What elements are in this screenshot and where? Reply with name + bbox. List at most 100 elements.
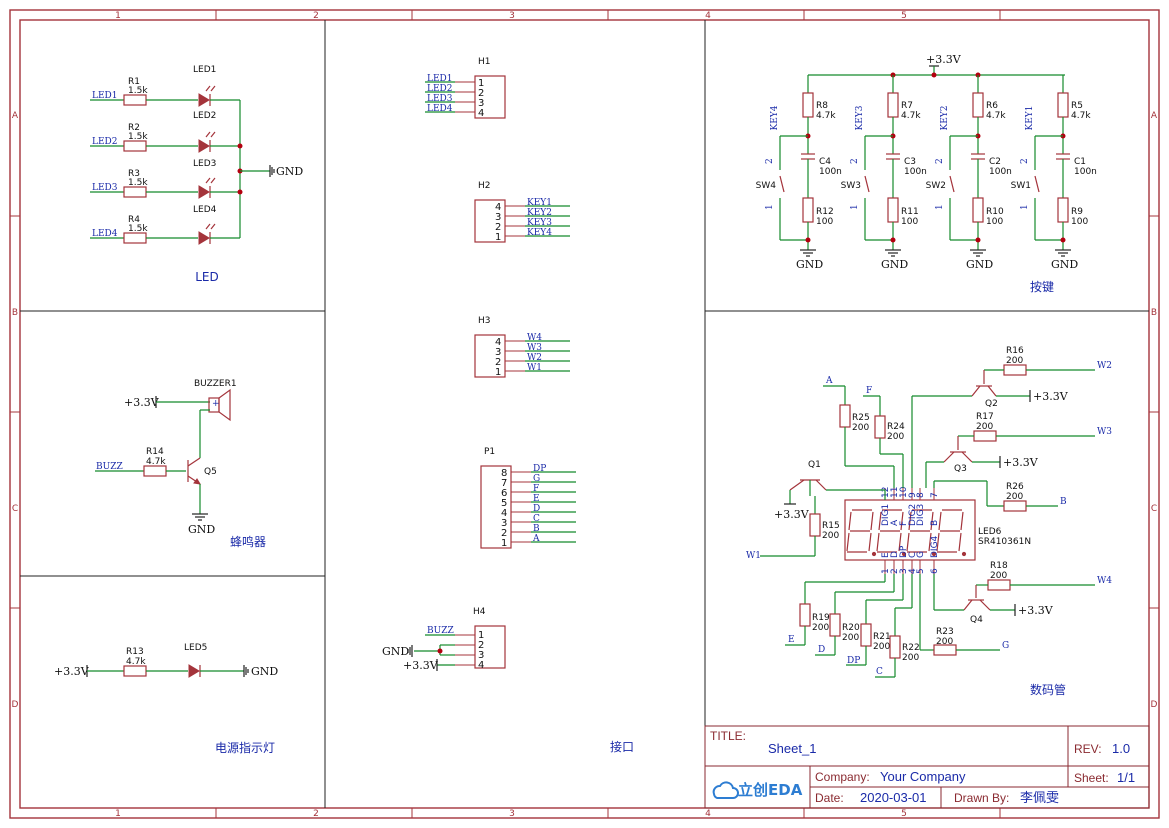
switch-ref: SW1 <box>1011 181 1031 191</box>
led-gnd: GND <box>240 165 303 178</box>
buzzer-plus: + <box>212 399 220 409</box>
key-net-label: KEY2 <box>940 106 950 131</box>
r18-val: 200 <box>990 571 1007 581</box>
key-gnd-label: GND <box>881 258 908 271</box>
r13-ref: R13 <box>126 647 144 657</box>
net-label: W2 <box>527 353 542 363</box>
r24-ref: R24 <box>887 422 905 432</box>
col-label-2: 2 <box>313 11 319 21</box>
display-bottom-pin-number: 6 <box>930 568 940 574</box>
pullup-ref: R6 <box>986 101 998 111</box>
switch-lever <box>864 175 870 193</box>
r23-ref: R23 <box>936 627 954 637</box>
drawn-value: 李佩雯 <box>1020 790 1059 805</box>
r22-val: 200 <box>902 653 919 663</box>
header-h4: H4 1 2 3 4 BUZZ GND +3.3V <box>382 607 506 672</box>
net-label: G <box>533 474 540 484</box>
display-bottom-pin-number: 1 <box>881 568 891 574</box>
net-label: LED1 <box>427 74 453 84</box>
display-bottom-pin-number: 4 <box>908 568 918 574</box>
section-title-led: LED <box>195 270 219 284</box>
net-w3-label: W3 <box>1097 427 1112 437</box>
switch-pin-1: 1 <box>1020 204 1030 210</box>
resistor-value: 1.5k <box>128 86 148 96</box>
row-label-a-right: A <box>1151 111 1158 121</box>
date-value: 2020-03-01 <box>860 790 927 805</box>
led-net-label: LED1 <box>92 91 118 101</box>
h4-vcc-label: +3.3V <box>403 659 439 672</box>
pullup-value: 4.7k <box>901 111 921 121</box>
pullup-ref: R8 <box>816 101 828 111</box>
grid-coordinates: 1 2 3 4 5 1 2 3 4 5 A B C D A B C D <box>12 11 1158 819</box>
section-dividers <box>20 20 1149 808</box>
pin-number: 3 <box>501 518 507 529</box>
r26-ref: R26 <box>1006 482 1024 492</box>
switch-lever <box>949 175 955 193</box>
net-b-label: B <box>1060 497 1067 507</box>
q2-vcc-label: +3.3V <box>1033 390 1069 403</box>
r20-ref: R20 <box>842 623 860 633</box>
net-w2-label: W2 <box>1097 361 1112 371</box>
h1-ref: H1 <box>478 57 491 67</box>
h4-gnd-label: GND <box>382 645 409 658</box>
led-emission-arrows <box>205 131 216 138</box>
pullup-value: 4.7k <box>1071 111 1091 121</box>
net-w4-label: W4 <box>1097 576 1112 586</box>
display-bottom-pin-name: DP <box>899 545 909 558</box>
r14-val: 4.7k <box>146 457 166 467</box>
pulldown-resistor <box>1057 197 1069 223</box>
net-d-label: D <box>818 645 825 655</box>
key-gnd-label: GND <box>796 258 823 271</box>
led-emission-arrows <box>205 177 216 184</box>
led-emission-arrows <box>205 223 216 230</box>
display-top-pin-number: 12 <box>881 487 891 498</box>
display-bottom-pin-name: DIG4 <box>930 535 940 558</box>
net-label: LED3 <box>427 94 453 104</box>
row-label-c-right: C <box>1151 504 1157 514</box>
row-label-a: A <box>12 111 19 121</box>
resistor-value: 1.5k <box>128 132 148 142</box>
section-title-keys: 按键 <box>1030 280 1054 294</box>
h3-body <box>474 334 506 378</box>
display-bottom-pin-number: 2 <box>890 568 900 574</box>
resistor <box>123 232 147 244</box>
net-label: D <box>533 504 540 514</box>
display-top-pin-name: DIG2 <box>908 504 918 526</box>
pin-number: 1 <box>501 538 507 549</box>
led-gnd-label: GND <box>276 165 303 178</box>
key-gnd-label: GND <box>966 258 993 271</box>
pulldown-value: 100 <box>986 217 1003 227</box>
led-ref: LED2 <box>193 111 216 121</box>
pwr-gnd-label: GND <box>251 665 278 678</box>
pulldown-ref: R11 <box>901 207 919 217</box>
display-top-pin-number: 11 <box>890 487 900 498</box>
net-label: KEY3 <box>527 218 552 228</box>
pin-number: 8 <box>501 468 507 479</box>
switch-lever <box>779 175 785 193</box>
logo-text: 立创EDA <box>738 781 803 799</box>
pulldown-ref: R12 <box>816 207 834 217</box>
net-f-label: F <box>866 386 872 396</box>
q3-ref: Q3 <box>954 464 967 474</box>
title-block: TITLE: Sheet_1 REV: 1.0 Company: Your Co… <box>704 725 1150 809</box>
col-label-2-bottom: 2 <box>313 809 319 819</box>
q5-ref: Q5 <box>204 467 217 477</box>
switch-pin-2: 2 <box>935 158 945 164</box>
junction-dot <box>805 237 811 243</box>
led6-ref: LED6 <box>978 527 1002 537</box>
pin-number: 4 <box>501 508 507 519</box>
cap-ref: C4 <box>819 157 831 167</box>
cap-value: 100n <box>819 167 842 177</box>
display-bottom-pin-name: D <box>890 551 900 558</box>
net-c-label: C <box>876 667 883 677</box>
r13-val: 4.7k <box>126 657 146 667</box>
r18-ref: R18 <box>990 561 1008 571</box>
net-label: C <box>533 514 540 524</box>
resistor-value: 1.5k <box>128 224 148 234</box>
net-label: F <box>533 484 539 494</box>
display-top-pin-number: 10 <box>899 486 909 498</box>
col-label-3-bottom: 3 <box>509 809 515 819</box>
q3-vcc-label: +3.3V <box>1003 456 1039 469</box>
